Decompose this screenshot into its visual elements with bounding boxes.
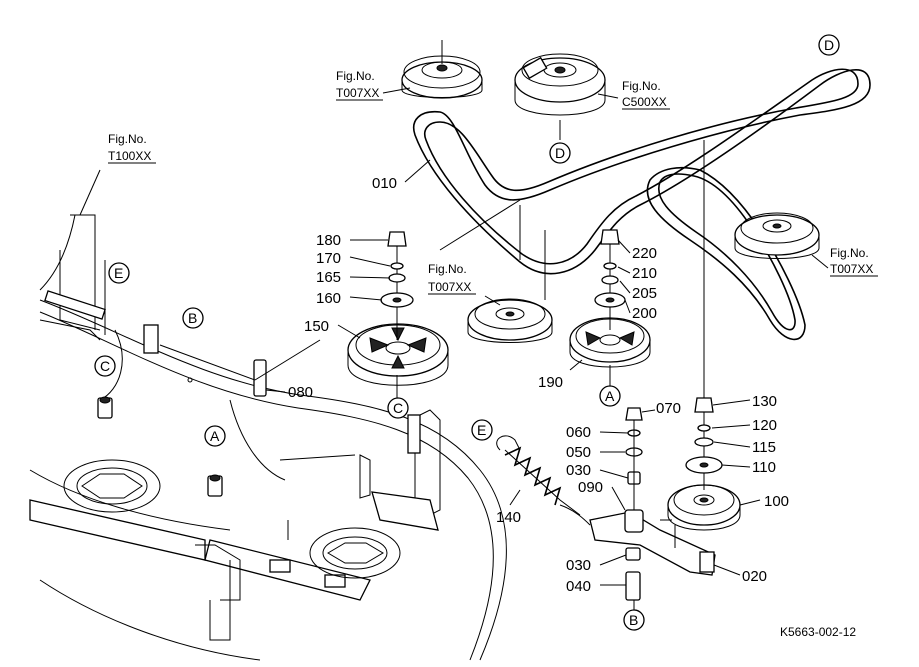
fig-ref-clutch-line2: C500XX [622,95,667,109]
part-165: 165 [316,269,341,286]
fig-ref-mid-line2: T007XX [428,280,471,294]
part-190: 190 [538,374,563,391]
fig-ref-right-line2: T007XX [830,262,873,276]
hardware-stack-right [685,140,723,490]
part-100: 100 [764,493,789,510]
pulley-mid [467,298,553,343]
part-030-upper: 030 [566,462,591,479]
connector-c-pulley: C [393,400,403,416]
bolt-080 [159,339,321,397]
pulley-190 [569,317,651,368]
tension-spring-140 [496,435,591,526]
part-020: 020 [742,568,767,585]
mower-deck-frame [29,214,507,661]
part-090: 090 [578,479,603,496]
leader-lines [79,87,829,586]
connector-markers: D D E E B B C C A A [94,34,840,631]
part-number-labels: 010 180 170 165 160 150 220 210 205 200 … [288,175,789,595]
fig-ref-mid: Fig.No. T007XX [428,262,476,295]
part-110: 110 [752,459,776,476]
fig-ref-mid-line1: Fig.No. [428,262,467,276]
part-030-lower: 030 [566,557,591,574]
part-130: 130 [752,393,777,410]
fig-ref-left-line2: T100XX [108,149,151,163]
pulley-150 [347,323,449,386]
diagram-code: K5663-002-12 [780,625,856,639]
part-080: 080 [288,384,313,401]
fig-ref-top: Fig.No. T007XX [336,69,383,101]
connector-a-deck: A [210,428,220,444]
pulley-top-left [401,40,483,99]
part-115: 115 [752,439,776,456]
connector-c-deck: C [100,358,110,374]
fig-ref-left: Fig.No. T100XX [108,132,156,164]
connector-d-top: D [824,37,834,53]
fig-ref-clutch-line1: Fig.No. [622,79,661,93]
part-070: 070 [656,400,681,417]
part-010: 010 [372,175,397,192]
part-210: 210 [632,265,657,282]
part-040: 040 [566,578,591,595]
part-200: 200 [632,305,657,322]
connector-b-deck: B [188,310,197,326]
hardware-stack-left [380,231,414,340]
tension-arm-assembly [589,407,716,612]
part-150: 150 [304,318,329,335]
connector-e-left: E [114,265,123,281]
fig-ref-top-line1: Fig.No. [336,69,375,83]
drive-belt-right [646,166,806,341]
pulley-right [734,212,820,259]
clutch-assembly [514,53,606,140]
connector-e-spring: E [477,422,486,438]
fig-ref-left-line1: Fig.No. [108,132,147,146]
part-205: 205 [632,285,657,302]
connector-b-bottom: B [629,612,638,628]
part-220: 220 [632,245,657,262]
part-120: 120 [752,417,777,434]
fig-ref-right: Fig.No. T007XX [830,246,878,277]
connector-d-clutch: D [555,145,565,161]
part-170: 170 [316,250,341,267]
hardware-stack-middle [594,229,626,330]
drive-belt-010 [413,68,871,275]
connector-a-pulley: A [605,388,615,404]
pulley-100 [667,484,741,531]
fig-ref-top-line2: T007XX [336,86,379,100]
fig-ref-right-line1: Fig.No. [830,246,869,260]
part-050: 050 [566,444,591,461]
part-160: 160 [316,290,341,307]
part-180: 180 [316,232,341,249]
part-140: 140 [496,509,521,526]
fig-ref-clutch: Fig.No. C500XX [622,79,670,110]
part-060: 060 [566,424,591,441]
